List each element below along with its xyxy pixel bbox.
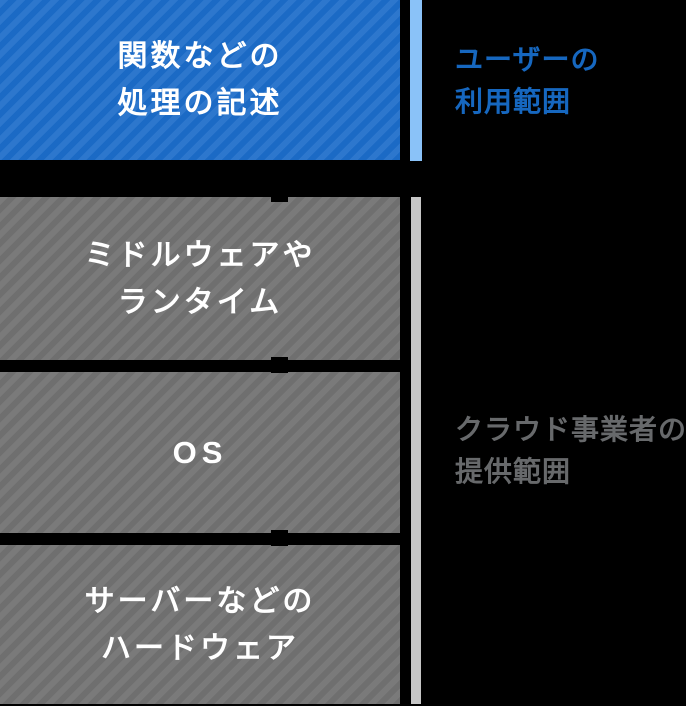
layer-functions-label-line1: 関数などの [117,40,283,73]
provider-range-bar [411,197,421,704]
layer-os: OS [0,372,400,533]
connector-square [271,186,288,202]
layer-middleware: ミドルウェアや ランタイム [0,197,400,360]
layer-hardware-label-line2: ハードウェア [101,631,299,665]
user-range-bar [410,0,422,161]
user-range-label-line1: ユーザーの [455,43,600,75]
layer-functions: 関数などの 処理の記述 [0,0,400,160]
provider-range-label: クラウド事業者の 提供範囲 [455,197,686,704]
layer-middleware-label-line2: ランタイム [117,285,283,319]
layer-functions-label-line2: 処理の記述 [117,87,283,120]
provider-range-label-line1: クラウド事業者の [455,413,686,445]
user-range-label-line2: 利用範囲 [455,85,572,117]
provider-range-label-line2: 提供範囲 [455,455,572,487]
layer-hardware-label-line1: サーバーなどの [84,584,316,618]
user-range-label: ユーザーの 利用範囲 [455,0,686,161]
connector-square [271,357,288,373]
connector-square [271,530,288,546]
layer-hardware: サーバーなどの ハードウェア [0,545,400,704]
layer-middleware-label-line1: ミドルウェアや [84,238,316,272]
layer-os-label: OS [172,435,228,470]
